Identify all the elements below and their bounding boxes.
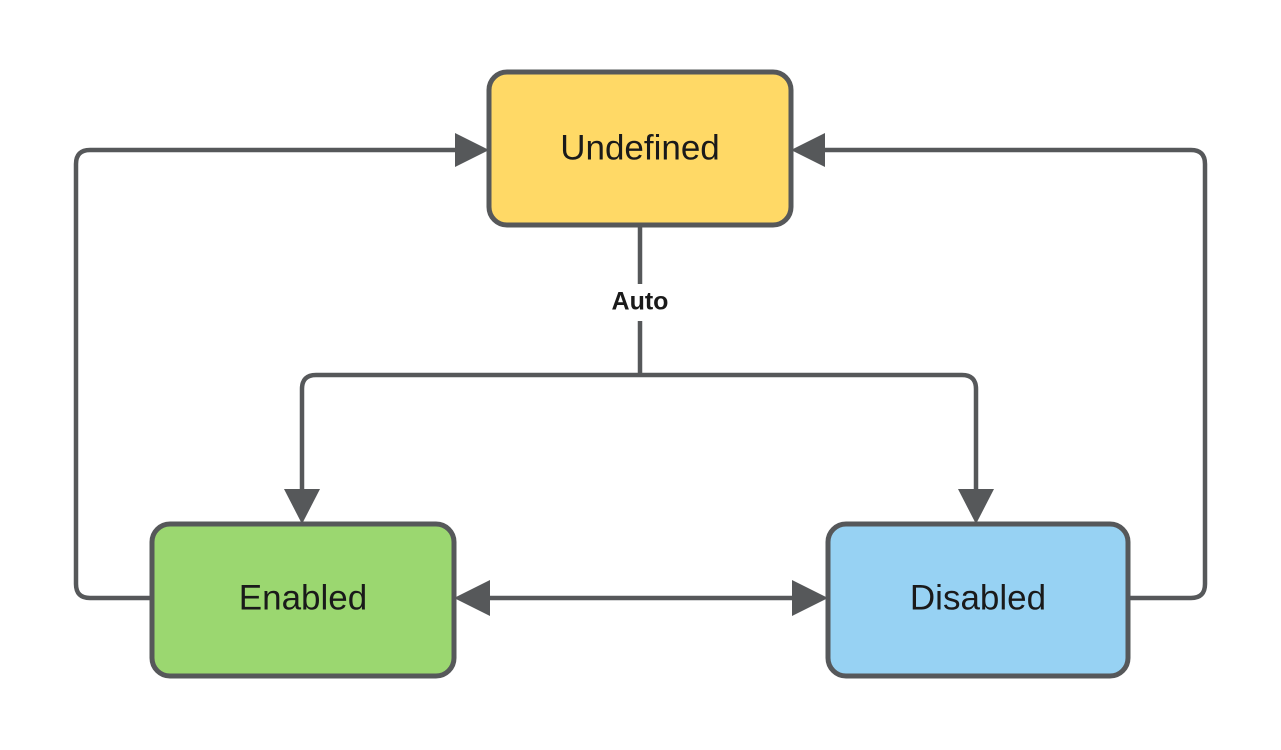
edge-disabled-to-undefined[interactable] xyxy=(791,133,1208,601)
edge-auto-left-branch-line xyxy=(299,372,640,490)
edge-auto-left-branch-arrowhead xyxy=(284,489,320,524)
edge-enabled-disabled-arrowhead-left xyxy=(454,580,490,616)
node-undefined-shape xyxy=(486,69,794,228)
node-undefined[interactable]: Undefined xyxy=(486,69,794,228)
node-enabled[interactable]: Enabled xyxy=(149,521,457,679)
node-disabled-label: Disabled xyxy=(910,578,1046,617)
node-undefined-label: Undefined xyxy=(560,128,720,167)
node-disabled[interactable]: Disabled xyxy=(825,521,1131,679)
edge-disabled-to-undefined-arrowhead xyxy=(791,133,825,167)
node-disabled-shape xyxy=(825,521,1131,679)
edge-enabled-disabled-arrowhead-right xyxy=(792,580,828,616)
edge-auto-split[interactable]: Auto xyxy=(284,225,994,524)
edge-enabled-to-undefined-line xyxy=(73,147,455,601)
edge-auto-right-branch-line xyxy=(640,372,979,490)
node-enabled-label: Enabled xyxy=(239,578,367,617)
edge-disabled-to-undefined-line xyxy=(825,147,1208,601)
edge-enabled-to-undefined[interactable] xyxy=(73,133,489,601)
edge-auto-label: Auto xyxy=(612,288,669,316)
edge-auto-right-branch-arrowhead xyxy=(958,489,994,524)
node-enabled-shape xyxy=(149,521,457,679)
edge-enabled-disabled-bidirectional[interactable] xyxy=(454,580,828,616)
edge-enabled-to-undefined-arrowhead xyxy=(455,133,489,167)
edge-auto-label-backdrop xyxy=(592,284,688,321)
